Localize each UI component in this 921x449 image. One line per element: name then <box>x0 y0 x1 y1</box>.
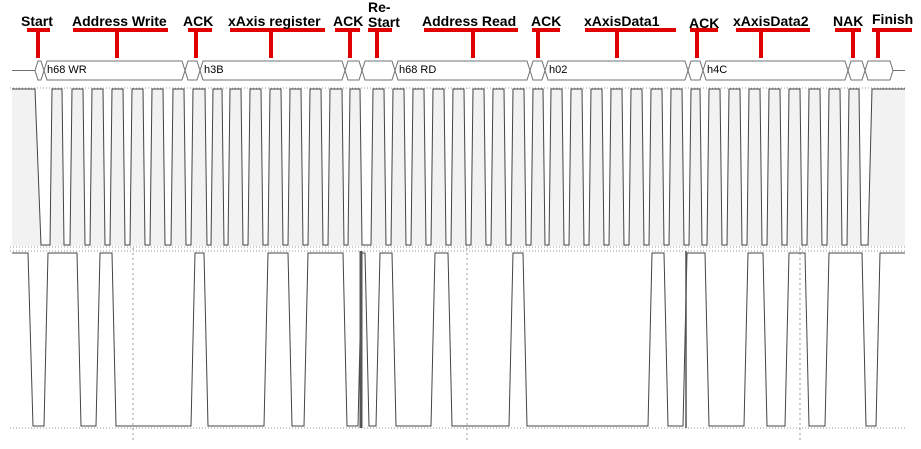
label-re-start: Re- Start <box>368 0 400 30</box>
sda-waveform <box>12 252 905 427</box>
label-ack-2: ACK <box>333 13 364 29</box>
clock-band-background <box>12 89 905 246</box>
label-start: Start <box>21 13 53 29</box>
segment-xaxis-reg: h3B <box>204 64 224 76</box>
sda-data-trace <box>12 251 905 428</box>
label-ack-1: ACK <box>183 13 214 29</box>
segment-data1: h02 <box>549 64 568 76</box>
label-xaxisdata1: xAxisData1 <box>584 13 660 29</box>
segment-data2: h4C <box>707 64 728 76</box>
label-ack-3: ACK <box>531 13 562 29</box>
ack-segment-1 <box>184 60 201 81</box>
nak-segment <box>847 60 866 81</box>
ack-segment-4 <box>687 60 704 81</box>
label-finish: Finish <box>872 11 914 27</box>
segment-addr-read: h68 RD <box>399 64 437 76</box>
ack-segment-3 <box>529 60 546 81</box>
gridlines <box>10 87 905 440</box>
restart-segment <box>361 60 396 81</box>
protocol-bus-row <box>12 60 905 81</box>
label-ack-4: ACK <box>689 15 720 31</box>
label-xaxis-register: xAxis register <box>228 13 321 29</box>
scl-waveform <box>12 88 905 246</box>
annotation-markers <box>27 28 912 58</box>
label-address-read: Address Read <box>422 13 517 29</box>
scl-clock-trace <box>12 88 905 246</box>
start-segment <box>34 60 45 81</box>
segment-addr-write: h68 WR <box>47 64 87 76</box>
label-address-write: Address Write <box>72 13 167 29</box>
ack-segment-2 <box>344 60 363 81</box>
finish-segment <box>864 60 894 81</box>
label-nak: NAK <box>833 13 864 29</box>
label-xaxisdata2: xAxisData2 <box>733 13 809 29</box>
